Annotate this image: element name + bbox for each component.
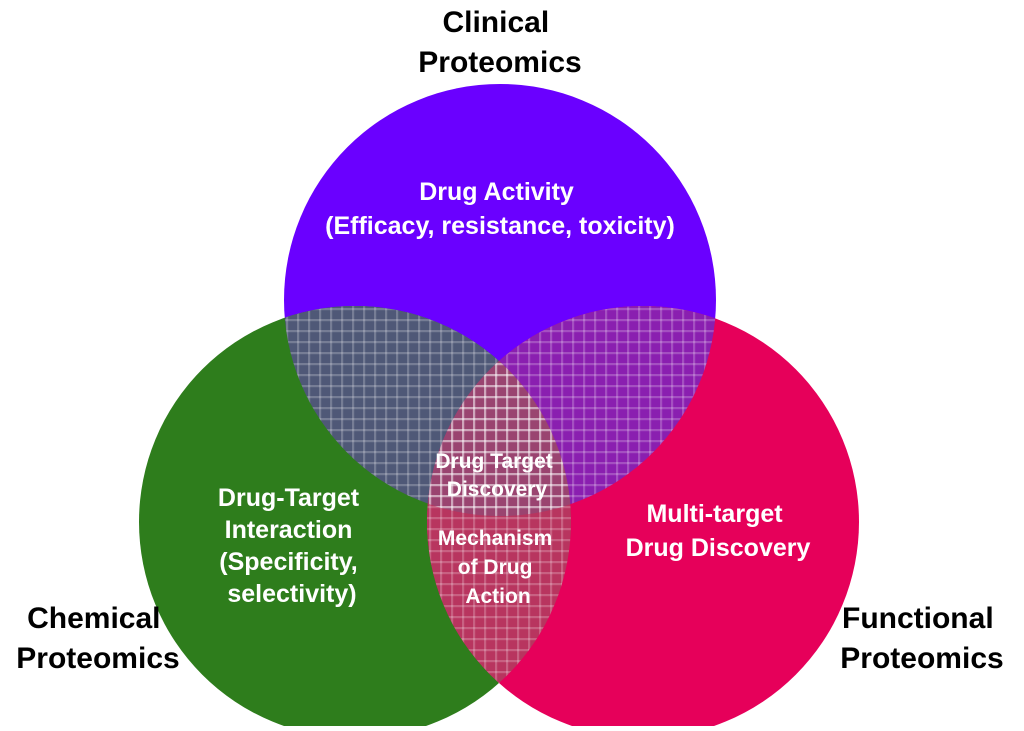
drug-target-interaction-label: Drug-Target Interaction (Specificity, se… (218, 484, 366, 608)
drug-target-discovery-label: Drug Target Discovery (435, 450, 558, 501)
chemical-functional-hatch (427, 306, 571, 731)
chemical-proteomics-label: Chemical Proteomics (16, 602, 179, 675)
mechanism-of-drug-action-label: Mechanism of Drug Action (438, 527, 558, 608)
multi-target-drug-discovery-label: Multi-target Drug Discovery (626, 500, 811, 562)
clinical-proteomics-label: Clinical Proteomics (418, 6, 581, 79)
drug-activity-label: Drug Activity (Efficacy, resistance, tox… (325, 178, 675, 240)
functional-proteomics-label: Functional Proteomics (840, 602, 1003, 675)
